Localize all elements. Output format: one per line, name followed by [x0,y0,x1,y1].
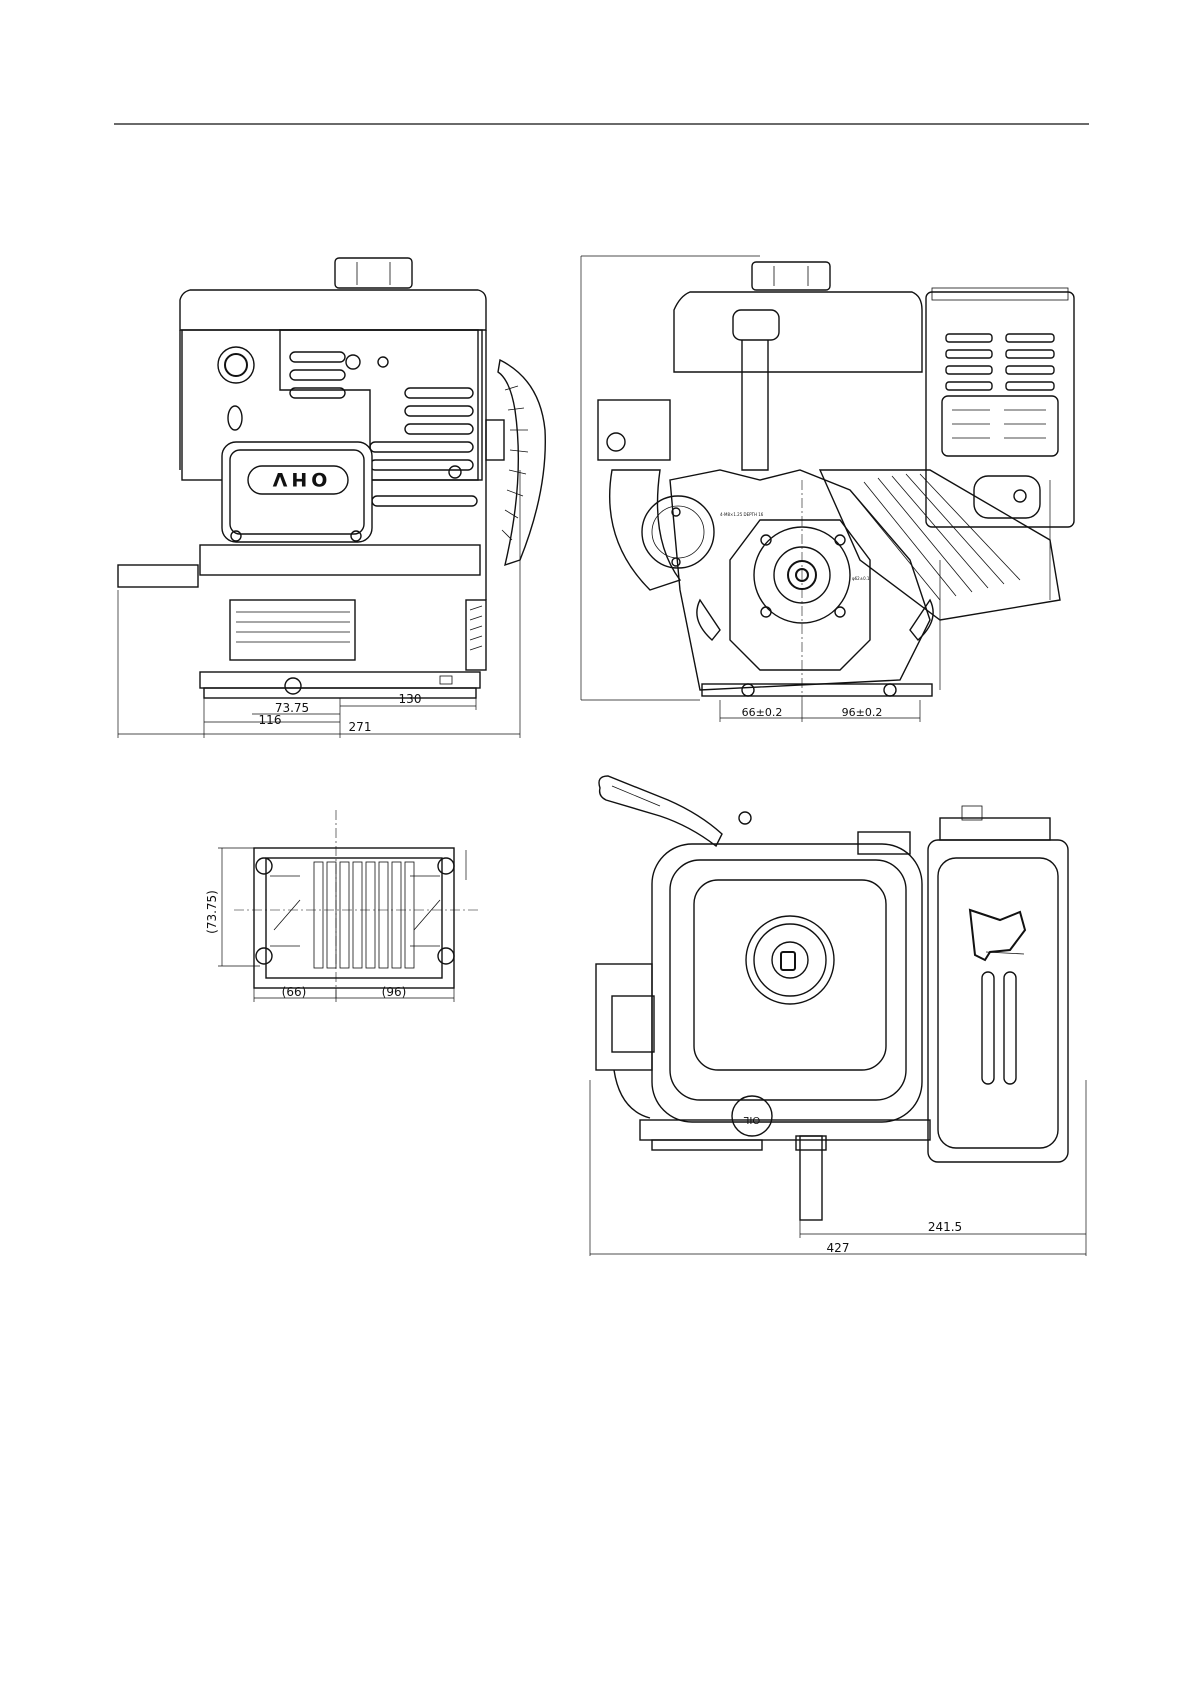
ohv-logo-text: OHV [269,468,328,490]
side-view: OHV [118,258,545,738]
svg-text:4-M8×1.25 DEPTH 16: 4-M8×1.25 DEPTH 16 [720,512,764,517]
side-dim-116: 116 [259,713,282,727]
top-view: OIL 241.5 427 [590,776,1086,1256]
side-dim-271: 271 [349,720,372,734]
svg-text:φ62±0.1: φ62±0.1 [852,576,870,581]
top-dim-241-5: 241.5 [928,1220,962,1234]
front-dim-96: 96±0.2 [842,706,883,719]
front-dim-66: 66±0.2 [742,706,783,719]
base-view: (73.75) (66) (96) [205,810,480,1002]
base-dim-96: (96) [382,985,407,999]
front-view: 4-M8×1.25 DEPTH 16 φ62±0.1 66±0.2 96±0.2 [581,256,1074,722]
base-dim-66: (66) [282,985,307,999]
oil-cap-label: OIL [743,1114,760,1125]
top-dim-427: 427 [827,1241,850,1255]
base-dim-73-75: (73.75) [205,890,219,934]
side-dim-130: 130 [399,692,422,706]
